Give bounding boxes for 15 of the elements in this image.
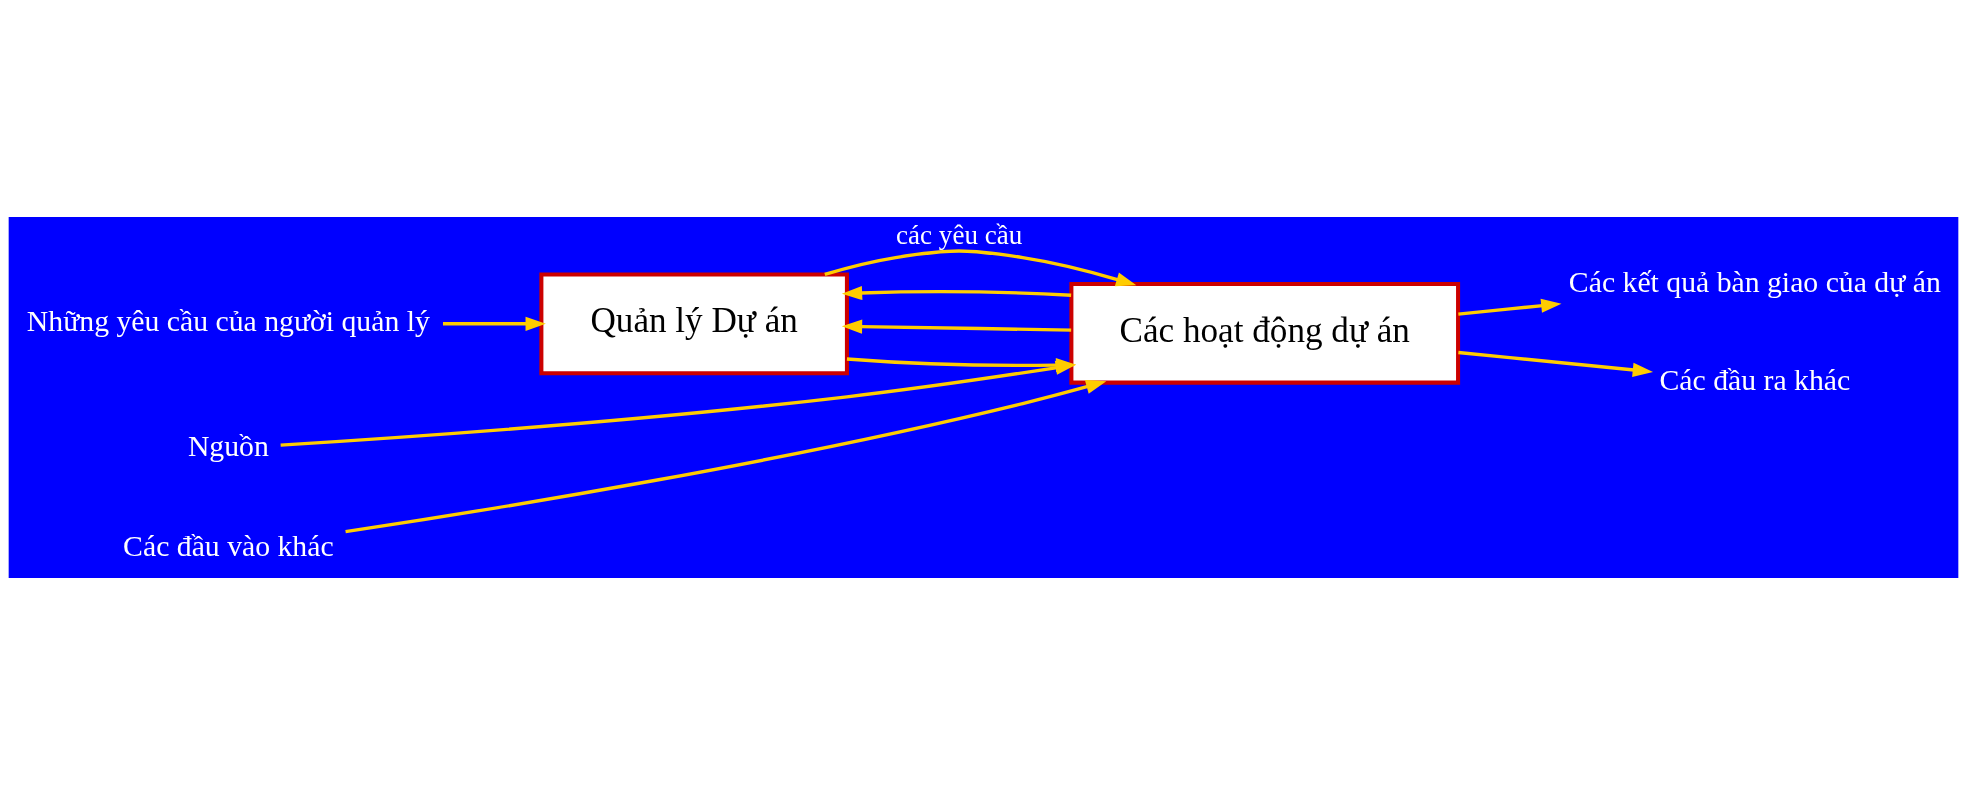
arrow (841, 285, 1072, 301)
node-text: Các đầu ra khác (1659, 362, 1851, 396)
arrow (1458, 298, 1562, 316)
node-box: Các hoạt động dự án (1069, 281, 1461, 385)
arrow (824, 249, 1137, 287)
arrow (442, 316, 546, 331)
node-text: Nguồn (187, 428, 269, 462)
arrow (1458, 350, 1654, 377)
node-box: Quản lý Dự án (539, 272, 849, 376)
node-text: Các kết quả bàn giao của dự án (1568, 265, 1941, 299)
edge-label: các yêu cầu (896, 220, 1023, 251)
node-text: Các đầu vào khác (123, 528, 334, 562)
node-text: Những yêu cầu của người quản lý (26, 304, 430, 338)
arrow (841, 319, 1072, 334)
arrow (345, 379, 1107, 534)
